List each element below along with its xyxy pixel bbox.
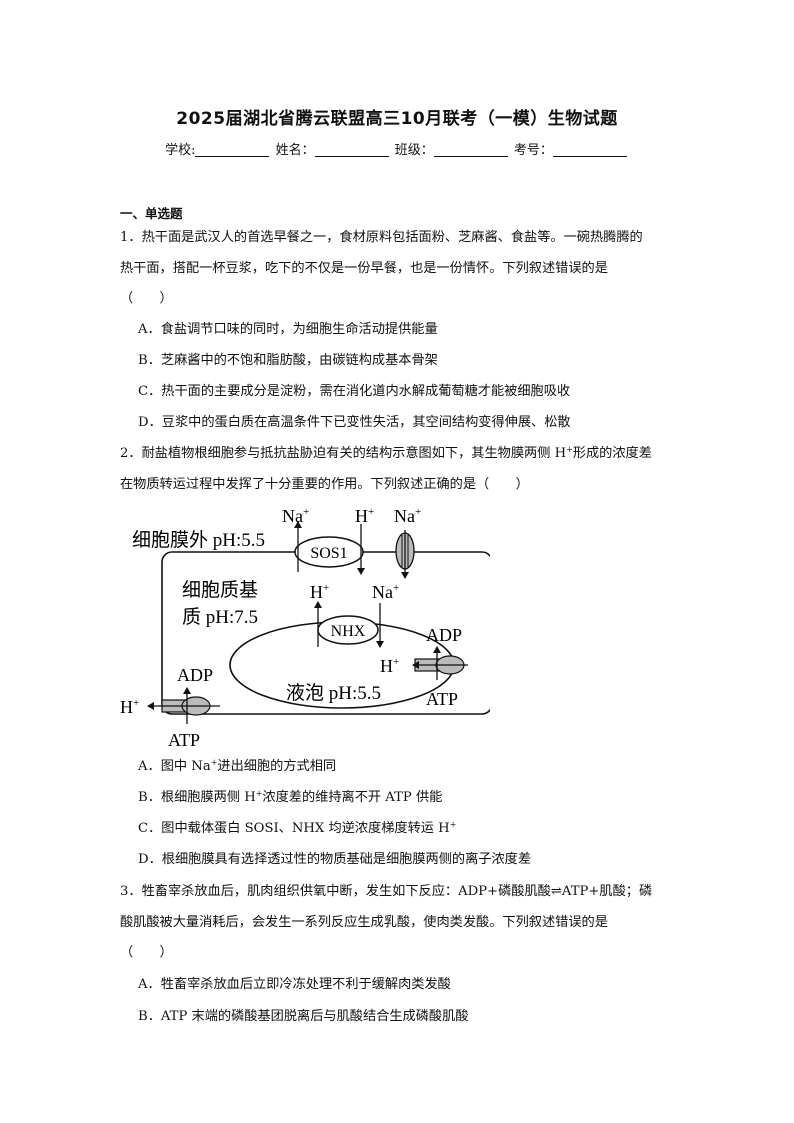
q3-option-a[interactable]: A．牲畜宰杀放血后立即冷冻处理不利于缓解肉类发酸 xyxy=(138,977,451,992)
nhx-na-label: Na+ xyxy=(372,582,399,602)
vacuole-adp-label: ADP xyxy=(426,625,462,645)
cytoplasm-label-1: 细胞质基 xyxy=(182,579,258,601)
vacuole-atp-label: ATP xyxy=(426,689,458,709)
sos1-label: SOS1 xyxy=(310,545,347,562)
q2-option-c[interactable]: C．图中载体蛋白 SOSI、NHX 均逆浓度梯度转运 H+ xyxy=(138,820,457,837)
channel-na-label: Na+ xyxy=(394,506,421,526)
nhx-h-label: H+ xyxy=(310,582,329,602)
outside-label: 细胞膜外 pH:5.5 xyxy=(132,529,265,551)
sos1-h-label: H+ xyxy=(355,506,374,526)
q2-stem-line2: 在物质转运过程中发挥了十分重要的作用。下列叙述正确的是（ ） xyxy=(120,477,529,492)
sos1-protein xyxy=(294,536,364,568)
vacuole-label: 液泡 pH:5.5 xyxy=(286,682,381,704)
class-blank[interactable] xyxy=(433,142,508,157)
school-label: 学校: xyxy=(165,143,196,158)
q3-answer-paren: （ ） xyxy=(120,945,173,960)
q3-option-b[interactable]: B．ATP 末端的磷酸基团脱离后与肌酸结合生成磷酸肌酸 xyxy=(138,1009,469,1024)
name-label: 姓名： xyxy=(275,143,315,158)
membrane-h-label: H+ xyxy=(120,697,139,717)
q1-option-b[interactable]: B．芝麻酱中的不饱和脂肪酸，由碳链构成基本骨架 xyxy=(138,353,438,368)
q2-option-a[interactable]: A．图中 Na+进出细胞的方式相同 xyxy=(138,758,337,775)
q3-stem-line2: 酸肌酸被大量消耗后，会发生一系列反应生成乳酸，使肉类发酸。下列叙述错误的是 xyxy=(120,915,608,930)
salt-stress-diagram: 细胞膜外 pH:5.5 细胞质基 质 pH:7.5 液泡 pH:5.5 SOS1… xyxy=(120,506,490,750)
q1-option-a[interactable]: A．食盐调节口味的同时，为细胞生命活动提供能量 xyxy=(138,322,438,337)
exam-no-label: 考号： xyxy=(513,143,553,158)
q2-option-b[interactable]: B．根细胞膜两侧 H+浓度差的维持离不开 ATP 供能 xyxy=(138,789,443,806)
nhx-label: NHX xyxy=(331,623,366,640)
class-label: 班级： xyxy=(394,143,434,158)
section-title: 一、单选题 xyxy=(120,206,183,221)
school-blank[interactable] xyxy=(195,142,270,157)
page-title: 2025届湖北省腾云联盟高三10月联考（一模）生物试题 xyxy=(176,109,618,129)
q2-option-d[interactable]: D．根细胞膜具有选择透过性的物质基础是细胞膜两侧的离子浓度差 xyxy=(138,852,532,867)
q1-stem-line2: 热干面，搭配一杯豆浆，吃下的不仅是一份早餐，也是一份情怀。下列叙述错误的是 xyxy=(120,261,608,276)
name-blank[interactable] xyxy=(314,142,389,157)
q2-stem-line1: 2．耐盐植物根细胞参与抵抗盐胁迫有关的结构示意图如下，其生物膜两侧 H+形成的浓… xyxy=(120,445,652,462)
q1-stem-line1: 1．热干面是武汉人的首选早餐之一，食材原料包括面粉、芝麻酱、食盐等。一碗热腾腾的 xyxy=(120,230,643,245)
q1-option-c[interactable]: C．热干面的主要成分是淀粉，需在消化道内水解成葡萄糖才能被细胞吸收 xyxy=(138,384,571,399)
exam-no-blank[interactable] xyxy=(552,142,627,157)
q1-option-d[interactable]: D．豆浆中的蛋白质在高温条件下已变性失活，其空间结构变得伸展、松散 xyxy=(138,415,571,430)
student-info-line: 学校: 姓名： 班级： 考号： xyxy=(0,139,794,158)
cytoplasm-label-2: 质 pH:7.5 xyxy=(182,606,258,628)
sos1-na-label: Na+ xyxy=(282,506,309,526)
q1-answer-paren: （ ） xyxy=(120,291,173,306)
membrane-atp-label: ATP xyxy=(168,730,200,750)
vacuole-h-label: H+ xyxy=(380,656,399,676)
membrane-adp-label: ADP xyxy=(177,665,213,685)
q3-stem-line1: 3．牲畜宰杀放血后，肌肉组织供氧中断，发生如下反应：ADP+磷酸肌酸⇌ATP+肌… xyxy=(120,884,653,899)
